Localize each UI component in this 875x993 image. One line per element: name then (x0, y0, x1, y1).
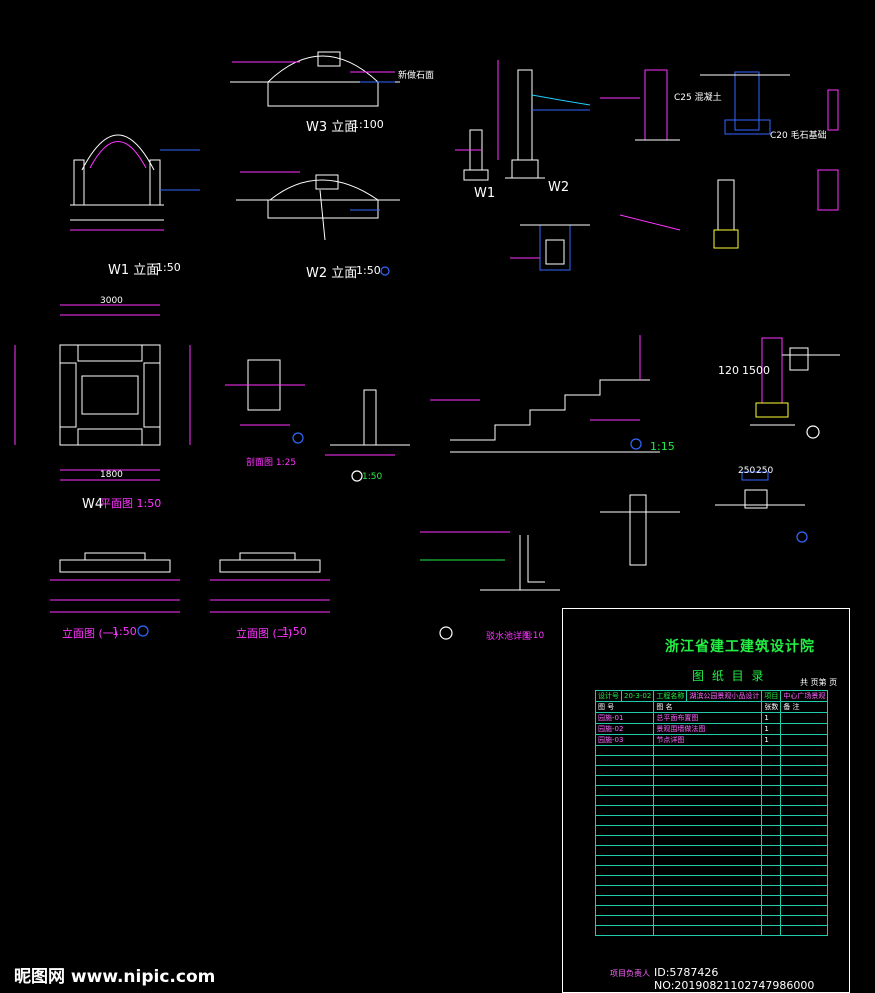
row-no: 园施-02 (594, 723, 655, 735)
dim-3000: 3000 (100, 296, 123, 306)
row-count: 1 (761, 723, 782, 735)
w2-scale: 1:50 (356, 264, 381, 277)
table-row (594, 845, 829, 856)
dim-120: 120 (718, 364, 739, 377)
drain-pool-scale: 1:10 (524, 631, 545, 641)
table-header-row: 图 号 图 名 张数 备 注 (594, 701, 829, 713)
w4-plan-label: 平面图 1:50 (100, 497, 162, 510)
w4-label: W4 (82, 497, 104, 512)
row-name: 总平面布置图 (653, 712, 763, 724)
row-name: 节点详图 (653, 734, 763, 746)
table-row: 设计号 20-3-02 工程名称 湖滨公园景观小品设计 项目 中心广场景观 (595, 690, 829, 702)
table-row: 园施-01 总平面布置图 1 (594, 712, 829, 724)
drain-detail-drawing (510, 224, 590, 271)
wall-sections-drawing (455, 60, 591, 181)
elevations-drawing (50, 552, 330, 613)
w1-scale: 1:50 (156, 261, 181, 274)
row-count: 1 (761, 734, 782, 746)
dim-1800: 1800 (100, 470, 123, 480)
w1-label: W1 立面 (108, 263, 160, 278)
table-row (594, 795, 829, 806)
table-row (594, 755, 829, 766)
w2-elevation-drawing (236, 171, 400, 241)
project-name-label: 工程名称 (653, 690, 688, 702)
row-note (780, 712, 829, 724)
elevation-1-label: 立面图 (一) (62, 627, 119, 640)
w3-scale: 1:100 (352, 118, 384, 131)
table-row (594, 825, 829, 836)
stair-section-drawing (430, 335, 660, 453)
elevation-2-scale: 1:50 (282, 625, 307, 638)
col-header-note: 备 注 (780, 701, 829, 713)
item-name: 中心广场景观 (780, 690, 829, 702)
row-no: 园施-03 (594, 734, 655, 746)
table-row (594, 925, 829, 936)
title-block-page: 共 页第 页 (800, 678, 838, 687)
table-row (594, 895, 829, 906)
w2-section-label: W2 (548, 180, 570, 195)
w1-section-label: W1 (474, 186, 496, 201)
retaining-wall-details-drawing (600, 69, 839, 249)
table-row: 园施-02 景观围墙做法图 1 (594, 723, 829, 735)
dim-1500: 1500 (742, 364, 770, 377)
column-section-drawing (225, 359, 305, 426)
table-row (594, 905, 829, 916)
table-row (594, 885, 829, 896)
table-row (594, 835, 829, 846)
dim-250-right: 250 (756, 466, 774, 476)
elevation-1-scale: 1:50 (112, 625, 137, 638)
table-row (594, 785, 829, 796)
drain-pool-label: 驳水池详图 (486, 632, 532, 642)
table-row (594, 765, 829, 776)
w4-plan-drawing (14, 304, 191, 481)
c25-note: C25 混凝土 (674, 93, 722, 103)
table-row (594, 855, 829, 866)
row-no: 园施-01 (594, 712, 655, 724)
table-row (594, 775, 829, 786)
table-row (594, 815, 829, 826)
col-header-name: 图 名 (653, 701, 763, 713)
small-wall-detail-drawing (325, 389, 410, 456)
w3-elevation-drawing (230, 51, 400, 107)
watermark-logo: 昵图网 www.nipic.com (14, 967, 216, 987)
table-row (594, 875, 829, 886)
pier-details-drawing (600, 471, 805, 566)
reference-circles (137, 266, 820, 640)
w3-label: W3 立面 (306, 120, 358, 135)
c20-note: C20 毛石基础 (770, 131, 827, 141)
table-row: 园施-03 节点详图 1 (594, 734, 829, 746)
section-a-label: 剖面图 1:25 (246, 458, 297, 468)
col-header-count: 张数 (761, 701, 782, 713)
title-block-footer: 项目负责人 (610, 969, 650, 978)
drawing-index-table: 设计号 20-3-02 工程名称 湖滨公园景观小品设计 项目 中心广场景观 图 … (594, 690, 829, 936)
row-name: 景观围墙做法图 (653, 723, 763, 735)
row-note (780, 723, 829, 735)
title-block-org: 浙江省建工建筑设计院 (665, 639, 815, 655)
right-wall-section-drawing (750, 337, 840, 426)
project-no-label: 设计号 (595, 690, 622, 702)
dim-250-left: 250 (738, 466, 756, 476)
row-count: 1 (761, 712, 782, 724)
table-row (594, 745, 829, 756)
w2-label: W2 立面 (306, 266, 358, 281)
elevation-2-label: 立面图 (二) (236, 627, 293, 640)
project-name: 湖滨公园景观小品设计 (686, 690, 763, 702)
item-label: 项目 (761, 690, 782, 702)
project-no: 20-3-02 (620, 690, 655, 702)
table-row (594, 865, 829, 876)
stair-scale: 1:15 (650, 440, 675, 453)
table-row (594, 805, 829, 816)
small-detail-scale: 1:50 (362, 472, 383, 482)
table-row (594, 915, 829, 926)
watermark-id: ID:5787426 NO:20190821102747986000 (654, 966, 815, 992)
col-header-no: 图 号 (594, 701, 655, 713)
row-note (780, 734, 829, 746)
drainage-pool-drawing (420, 531, 560, 591)
new-stone-note: 新做石面 (398, 71, 435, 81)
w1-elevation-drawing (70, 134, 200, 231)
title-block-subtitle: 图 纸 目 录 (692, 669, 766, 683)
